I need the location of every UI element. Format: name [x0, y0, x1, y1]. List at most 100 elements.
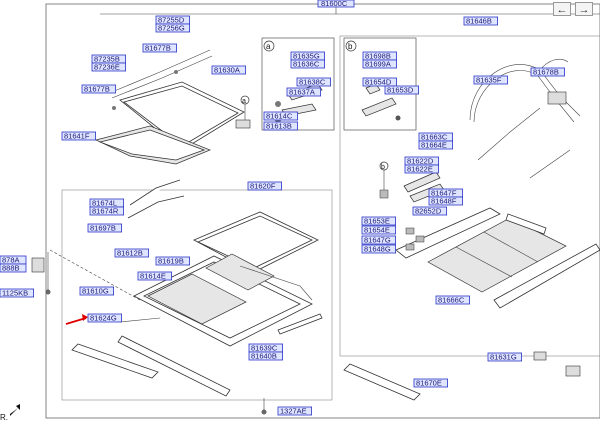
part-number: 81677B — [84, 85, 110, 94]
part-label-81610G[interactable]: 81610G — [79, 286, 114, 296]
part-number: 81698B — [365, 52, 391, 61]
part-number: 81639C — [251, 344, 278, 353]
part-number: 82652D — [415, 207, 442, 216]
part-number: 81678B — [533, 68, 559, 77]
part-number: 81654D — [365, 78, 392, 87]
part-number: 81638C — [299, 78, 326, 87]
part-number: 81636C — [293, 60, 320, 69]
part-number: 81664E — [421, 141, 447, 150]
part-label-82652D[interactable]: 82652D — [412, 206, 447, 216]
part-label-81614E[interactable]: 81614E — [137, 271, 172, 281]
front-arrow-icon — [10, 404, 20, 416]
svg-text:81600C: 81600C — [321, 0, 348, 8]
part-number: 87236E — [94, 63, 120, 72]
part-label-81647G[interactable]: 81647G — [361, 235, 396, 245]
part-label-81653D[interactable]: 81653D — [384, 86, 419, 95]
part-label-81635F[interactable]: 81635F — [473, 76, 508, 85]
part-number: 81648G — [364, 245, 391, 254]
part-number: 87256G — [158, 24, 185, 33]
part-label-888B[interactable]: 888B — [0, 263, 27, 273]
part-number: 878A — [2, 256, 20, 265]
part-number: 81622E — [407, 165, 433, 174]
part-number: 81630A — [214, 66, 240, 75]
part-number: 81637A — [289, 88, 315, 97]
motor — [547, 91, 567, 105]
part-number: 81635G — [293, 52, 320, 61]
subview-b-ref: b — [381, 164, 385, 171]
part-number: 81631G — [490, 353, 517, 362]
part-number: 81674R — [92, 207, 119, 216]
part-label-81648F[interactable]: 81648F — [428, 196, 463, 206]
part-number: 81674L — [92, 199, 117, 208]
part-number: 81699A — [365, 60, 391, 69]
callout-81600C[interactable]: 81600C — [317, 0, 355, 8]
part-number: 81610G — [82, 287, 109, 296]
part-label-81641F[interactable]: 81641F — [61, 131, 96, 141]
part-label-81699A[interactable]: 81699A — [362, 60, 397, 69]
sunroof-glass — [94, 81, 245, 165]
part-number: 81635F — [476, 76, 502, 85]
part-label-81677B[interactable]: 81677B — [81, 85, 116, 94]
part-number: 81646B — [466, 17, 492, 26]
part-number: 81641F — [64, 132, 90, 141]
part-number: 81697B — [90, 224, 116, 233]
part-label-81640B[interactable]: 81640B — [248, 351, 283, 361]
part-number: 81653D — [387, 86, 414, 95]
part-label-81612B[interactable]: 81612B — [114, 248, 149, 258]
part-label-81630A[interactable]: 81630A — [211, 66, 246, 75]
part-number: 81622D — [407, 157, 434, 166]
part-label-81697B[interactable]: 81697B — [87, 223, 122, 233]
part-label-81677B[interactable]: 81677B — [142, 44, 177, 53]
forward-arrow-icon[interactable]: → — [575, 2, 593, 16]
part-label-81613B[interactable]: 81613B — [263, 121, 298, 131]
part-label-81646B[interactable]: 81646B — [463, 16, 498, 26]
part-label-81648G[interactable]: 81648G — [361, 244, 396, 254]
part-number: 81670E — [416, 379, 442, 388]
part-number: 81666C — [438, 296, 465, 305]
sunshade-panel — [427, 217, 567, 293]
part-label-81619B[interactable]: 81619B — [155, 256, 190, 266]
part-number: 87255D — [158, 16, 185, 25]
part-label-81622E[interactable]: 81622E — [404, 164, 439, 174]
part-label-81653E[interactable]: 81653E — [361, 216, 396, 226]
part-label-81620F[interactable]: 81620F — [247, 181, 282, 191]
back-arrow-icon[interactable]: ← — [553, 2, 571, 16]
part-label-81666C[interactable]: 81666C — [435, 295, 470, 305]
part-number: 81613B — [266, 122, 292, 131]
part-number: 81647G — [364, 236, 391, 245]
part-label-1327AE[interactable]: 1327AE — [277, 406, 312, 416]
sunshade-assembly-frame — [339, 35, 600, 357]
part-number: 1125KB — [2, 289, 28, 298]
part-number: 81612B — [117, 249, 143, 258]
part-label-81636C[interactable]: 81636C — [290, 60, 325, 69]
part-number: 81654E — [364, 226, 390, 235]
part-number: 81619B — [158, 257, 184, 266]
part-label-81637A[interactable]: 81637A — [286, 88, 321, 97]
part-label-81654D[interactable]: 81654D — [362, 78, 397, 87]
corner-text: R. — [0, 413, 8, 422]
part-number: 81653E — [364, 217, 390, 226]
part-number: 81663C — [421, 133, 448, 142]
subview-b-frame — [343, 37, 417, 131]
part-number: 81647F — [431, 189, 457, 198]
part-label-87236E[interactable]: 87236E — [91, 63, 126, 72]
part-label-81624G[interactable]: 81624G — [87, 313, 122, 323]
highlight-arrow — [65, 317, 87, 325]
part-number: 81614C — [266, 112, 293, 121]
part-label-81664E[interactable]: 81664E — [418, 140, 453, 150]
part-label-81674R[interactable]: 81674R — [89, 206, 124, 216]
part-number: 87235B — [94, 55, 120, 64]
part-label-81670E[interactable]: 81670E — [413, 378, 448, 388]
part-label-87256G[interactable]: 87256G — [155, 23, 190, 33]
part-number: 81614E — [140, 272, 166, 281]
part-label-81638C[interactable]: 81638C — [296, 78, 331, 87]
part-label-1125KB[interactable]: 1125KB — [0, 288, 34, 298]
part-label-81654E[interactable]: 81654E — [361, 225, 396, 235]
part-label-81631G[interactable]: 81631G — [487, 352, 522, 362]
part-label-81614C[interactable]: 81614C — [263, 112, 298, 121]
part-label-81678B[interactable]: 81678B — [530, 68, 565, 77]
part-number: 1327AE — [280, 407, 307, 416]
frame-assembly-frame — [61, 189, 333, 401]
subview-b-marker: b — [348, 42, 353, 51]
